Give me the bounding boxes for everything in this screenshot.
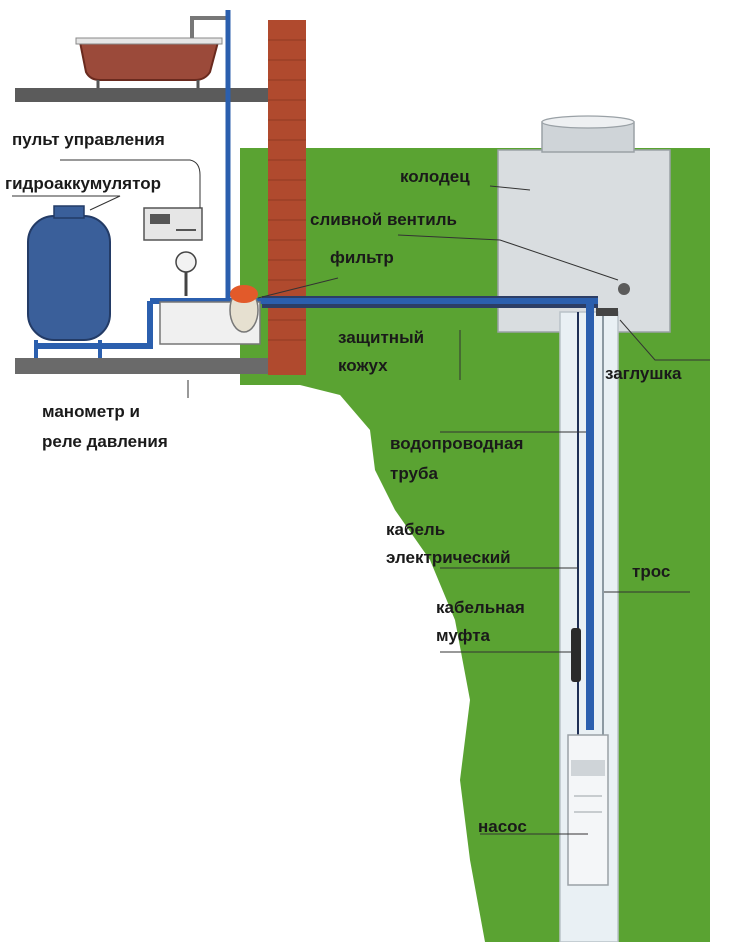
filter xyxy=(229,285,259,333)
label-manometer-line1: манометр и xyxy=(42,402,140,421)
brick-wall xyxy=(268,20,306,375)
label-rope: трос xyxy=(632,562,671,581)
accumulator-pipe xyxy=(36,301,153,349)
basement-floor-slab xyxy=(15,358,305,374)
upper-floor-beam xyxy=(15,88,270,102)
label-water-pipe-line2: труба xyxy=(390,464,438,483)
label-accumulator: гидроаккумулятор xyxy=(5,174,161,193)
well-plug xyxy=(596,308,618,316)
manometer xyxy=(175,251,197,296)
label-casing-line2: кожух xyxy=(338,356,388,375)
label-drain-valve: сливной вентиль xyxy=(310,210,457,229)
label-plug: заглушка xyxy=(605,364,682,383)
label-filter: фильтр xyxy=(330,248,394,267)
bathtub xyxy=(75,37,223,88)
label-coupling-line2: муфта xyxy=(436,626,491,645)
leader-lines xyxy=(12,159,710,835)
label-cable-line1: кабель xyxy=(386,520,446,539)
label-manometer-line2: реле давления xyxy=(42,432,168,451)
bath-faucet xyxy=(190,16,228,38)
label-cable-line2: электрический xyxy=(386,548,511,567)
hydro-accumulator xyxy=(27,205,111,358)
label-water-pipe-line1: водопроводная xyxy=(390,434,524,453)
cable-coupling xyxy=(571,628,581,682)
label-well: колодец xyxy=(400,167,470,186)
label-casing-line1: защитный xyxy=(338,328,425,347)
drain-valve xyxy=(618,283,630,295)
label-pump: насос xyxy=(478,817,527,836)
label-coupling-line1: кабельная xyxy=(436,598,525,617)
label-control-panel: пульт управления xyxy=(12,130,165,149)
control-panel xyxy=(143,207,203,241)
submersible-pump xyxy=(567,734,609,886)
